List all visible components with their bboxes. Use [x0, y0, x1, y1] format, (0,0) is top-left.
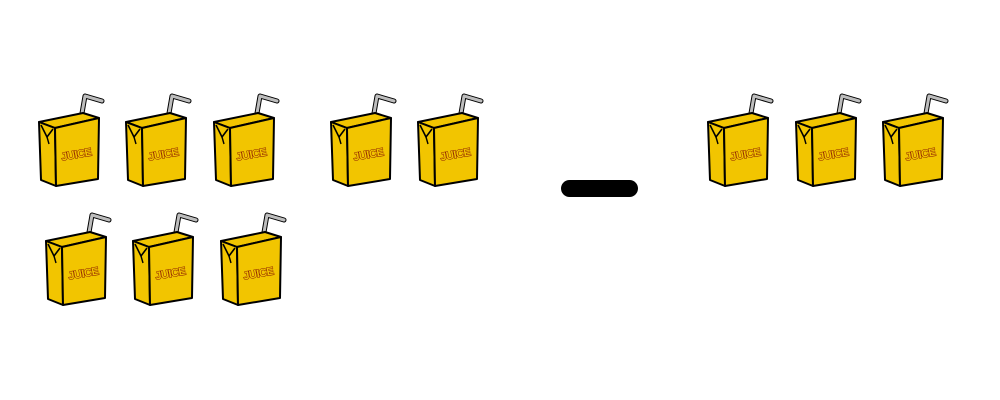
left-juice-box-2: JUICE [125, 92, 192, 192]
left-juice-box-4: JUICE [330, 92, 397, 192]
juice-label: JUICE [154, 265, 186, 282]
juice-label: JUICE [439, 146, 471, 163]
juice-label: JUICE [352, 146, 384, 163]
juice-box-icon: JUICE [330, 93, 397, 187]
juice-box-icon: JUICE [220, 212, 287, 306]
juice-box-icon: JUICE [132, 212, 199, 306]
minus-sign [561, 180, 638, 197]
juice-label: JUICE [147, 146, 179, 163]
juice-label: JUICE [904, 146, 936, 163]
juice-box-icon: JUICE [125, 93, 192, 187]
juice-box-icon: JUICE [707, 93, 774, 187]
left-juice-box-1: JUICE [38, 92, 105, 192]
juice-box-icon: JUICE [795, 93, 862, 187]
left-juice-box-5: JUICE [417, 92, 484, 192]
juice-box-icon: JUICE [45, 212, 112, 306]
juice-label: JUICE [817, 146, 849, 163]
juice-label: JUICE [67, 265, 99, 282]
juice-label: JUICE [60, 146, 92, 163]
left-juice-box-3: JUICE [213, 92, 280, 192]
right-juice-box-1: JUICE [707, 92, 774, 192]
left-juice-box-8: JUICE [220, 211, 287, 311]
juice-label: JUICE [235, 146, 267, 163]
right-juice-box-3: JUICE [882, 92, 949, 192]
juice-box-icon: JUICE [38, 93, 105, 187]
right-juice-box-2: JUICE [795, 92, 862, 192]
juice-box-icon: JUICE [213, 93, 280, 187]
juice-box-icon: JUICE [882, 93, 949, 187]
juice-label: JUICE [242, 265, 274, 282]
left-juice-box-6: JUICE [45, 211, 112, 311]
juice-label: JUICE [729, 146, 761, 163]
left-juice-box-7: JUICE [132, 211, 199, 311]
juice-box-icon: JUICE [417, 93, 484, 187]
